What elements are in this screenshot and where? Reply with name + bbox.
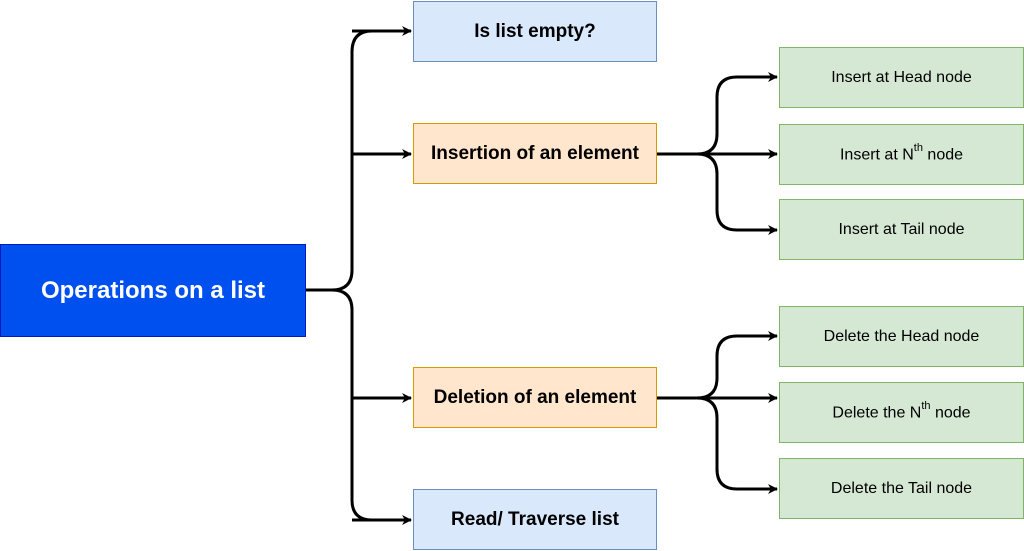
node-label: Delete the N — [832, 404, 922, 422]
node-label-post: node — [930, 404, 971, 422]
node-label: Is list empty? — [474, 20, 596, 42]
node-label: Insert at N — [839, 146, 914, 164]
deletion-bracket — [657, 334, 777, 400]
node-label: Deletion of an element — [433, 386, 637, 408]
node-insert-tail: Insert at Tail node — [779, 199, 1024, 260]
node-delete-tail: Delete the Tail node — [779, 458, 1024, 519]
node-delete-head: Delete the Head node — [779, 306, 1024, 367]
node-label: Insert at Head node — [831, 68, 972, 86]
node-insert-head: Insert at Head node — [779, 47, 1024, 108]
node-label: Insertion of an element — [431, 142, 639, 164]
root-label: Operations on a list — [40, 276, 266, 304]
insertion-bracket-lower — [696, 152, 777, 232]
node-label-sup: th — [921, 400, 931, 413]
node-label: Delete the Head node — [823, 327, 980, 345]
node-is-list-empty: Is list empty? — [413, 1, 657, 62]
node-label: Insert at Tail node — [838, 220, 965, 238]
insertion-bracket — [657, 75, 777, 156]
node-insertion: Insertion of an element — [413, 123, 657, 184]
root-node: Operations on a list — [0, 244, 306, 337]
node-label: Read/ Traverse list — [451, 508, 619, 530]
node-insert-nth: Insert at Nth node — [779, 124, 1024, 185]
root-bracket — [306, 29, 408, 292]
node-label-post: node — [922, 146, 964, 164]
deletion-bracket-lower — [696, 396, 777, 491]
node-label-sup: th — [913, 142, 923, 155]
node-delete-nth: Delete the Nth node — [779, 382, 1024, 443]
node-label: Delete the Tail node — [830, 479, 973, 497]
node-read-traverse: Read/ Traverse list — [413, 489, 657, 550]
root-bracket-lower — [331, 288, 408, 522]
node-deletion: Deletion of an element — [413, 367, 657, 428]
